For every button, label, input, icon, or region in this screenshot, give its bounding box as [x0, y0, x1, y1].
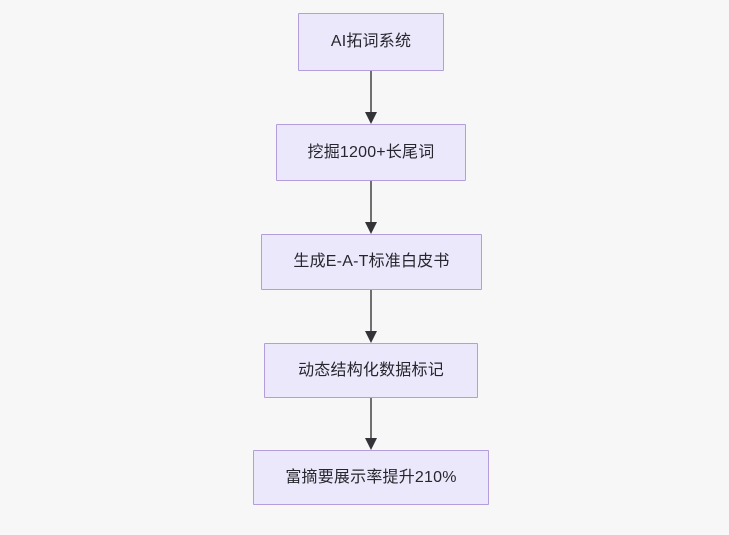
edge-arrowhead-4-5	[365, 438, 377, 450]
flow-node-label: 富摘要展示率提升210%	[285, 468, 457, 486]
edge-group-2-3	[365, 181, 377, 234]
flow-node-dynamic-structured-data-markup[interactable]: 动态结构化数据标记	[264, 343, 478, 398]
flow-node-rich-snippet-rate-increase[interactable]: 富摘要展示率提升210%	[253, 450, 489, 505]
flow-node-label: 挖掘1200+长尾词	[307, 143, 435, 161]
flow-node-label: 动态结构化数据标记	[298, 361, 444, 379]
edge-arrowhead-2-3	[365, 222, 377, 234]
flow-node-label: AI拓词系统	[330, 33, 412, 51]
flow-node-label: 生成E-A-T标准白皮书	[293, 253, 450, 271]
flow-node-generate-eat-whitepaper[interactable]: 生成E-A-T标准白皮书	[261, 234, 482, 290]
edge-group-1-2	[365, 71, 377, 124]
flow-node-mine-longtail-keywords[interactable]: 挖掘1200+长尾词	[276, 124, 466, 181]
edge-group-4-5	[365, 398, 377, 450]
flow-node-ai-keyword-system[interactable]: AI拓词系统	[298, 13, 444, 71]
edge-group-3-4	[365, 290, 377, 343]
edge-arrowhead-1-2	[365, 112, 377, 124]
edge-arrowhead-3-4	[365, 331, 377, 343]
